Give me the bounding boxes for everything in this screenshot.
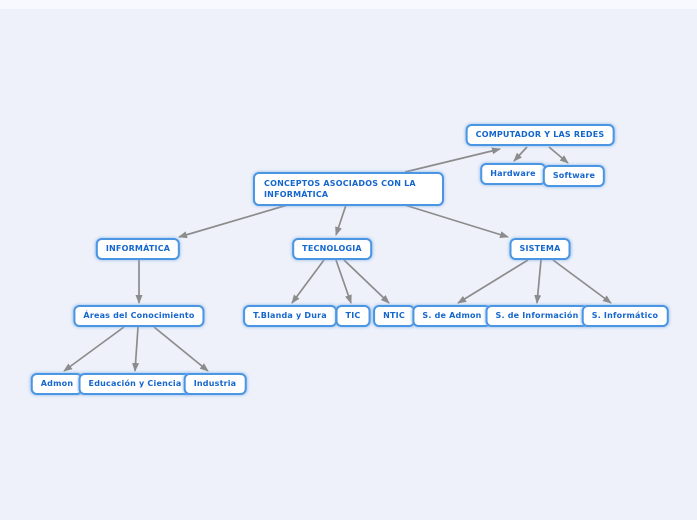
node-sinfo[interactable]: S. de Información (485, 305, 589, 327)
node-industria[interactable]: Industria (183, 373, 247, 395)
node-areas[interactable]: Áreas del Conocimiento (73, 305, 205, 327)
node-informatica[interactable]: INFORMÁTICA (95, 238, 181, 260)
edge-tecnologia-to-tic (335, 259, 352, 304)
edge-central-to-informatica (178, 200, 302, 239)
node-computador[interactable]: COMPUTADOR Y LAS REDES (465, 124, 615, 146)
edge-areas-to-admon (63, 326, 125, 372)
edge-sistema-to-sinfo (534, 259, 542, 304)
edge-central-to-sistema (394, 201, 509, 238)
edge-areas-to-industria (153, 326, 209, 372)
edge-computador-to-software (548, 146, 569, 164)
edge-tecnologia-to-ntic (343, 259, 390, 304)
edge-sistema-to-sadmon (457, 259, 529, 304)
edge-areas-to-educacion (132, 326, 140, 372)
node-educacion[interactable]: Educación y Ciencia (78, 373, 192, 395)
edge-sistema-to-sinformatico (552, 259, 612, 304)
edge-central-to-tecnologia (335, 201, 348, 236)
edge-computador-to-hardware (513, 146, 528, 162)
node-software[interactable]: Software (542, 165, 606, 187)
node-tic[interactable]: TIC (335, 305, 371, 327)
node-tblanda[interactable]: T.Blanda y Dura (243, 305, 337, 327)
node-ntic[interactable]: NTIC (373, 305, 415, 327)
node-sinformatico[interactable]: S. Informático (581, 305, 669, 327)
node-hardware[interactable]: Hardware (480, 163, 546, 185)
node-central[interactable]: CONCEPTOS ASOCIADOS CON LA INFORMÁTICA (253, 172, 444, 206)
node-sistema[interactable]: SISTEMA (509, 238, 571, 260)
node-admon[interactable]: Admon (30, 373, 84, 395)
edge-tecnologia-to-tblanda (291, 259, 325, 304)
top-strip (0, 0, 697, 9)
node-tecnologia[interactable]: TECNOLOGIA (292, 238, 372, 260)
node-sadmon[interactable]: S. de Admon (412, 305, 492, 327)
